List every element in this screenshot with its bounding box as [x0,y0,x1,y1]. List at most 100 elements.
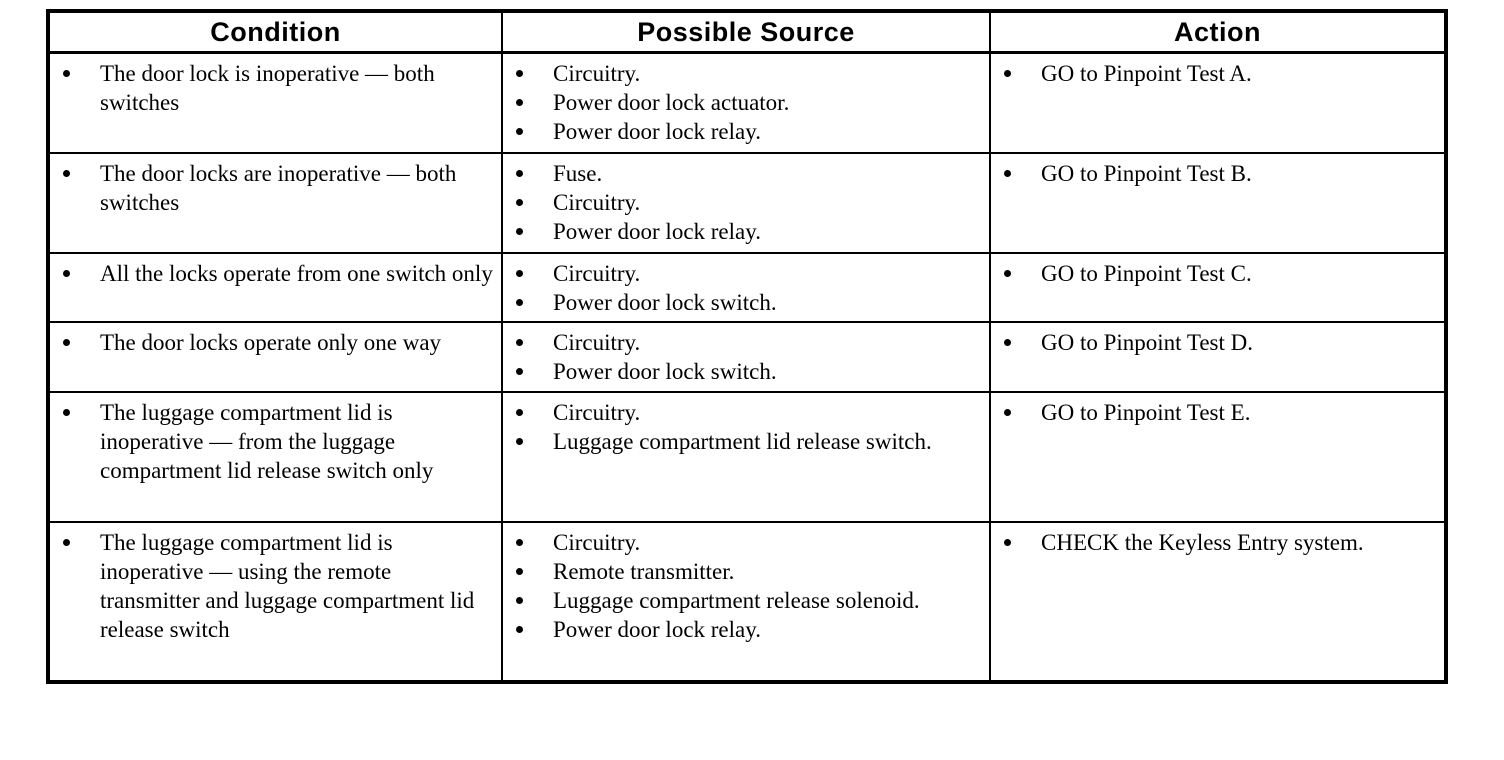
action-list: GO to Pinpoint Test A. [991,59,1438,88]
bullet-text: The door locks are inoperative — both sw… [100,160,457,215]
condition-cell: The door lock is inoperative — both swit… [47,51,503,154]
bullet-text: GO to Pinpoint Test C. [1041,260,1252,286]
possible-source-cell: Circuitry. Luggage compartment lid releas… [501,390,991,523]
table-row: The luggage compartment lid is inoperati… [47,520,1447,683]
header-action: Action [989,10,1447,54]
bullet-text: GO to Pinpoint Test A. [1041,61,1252,86]
bullet-text: The luggage compartment lid is inoperati… [100,529,475,642]
bullet-icon [516,99,523,106]
possible-source-cell: Circuitry.Power door lock actuator.Power… [501,51,991,154]
condition-cell: The luggage compartment lid is inoperati… [47,390,503,523]
bullet-icon [516,298,523,306]
table-row: The luggage compartment lid is inoperati… [47,390,1447,523]
bullet-text: Remote transmitter. [553,558,735,584]
condition-cell: All the locks operate from one switch on… [47,251,503,323]
bullet-icon [1004,269,1011,277]
bullet-item: Circuitry. [503,328,983,357]
bullet-item: GO to Pinpoint Test E. [991,398,1438,427]
bullet-text: Circuitry. [553,529,641,555]
condition-list: The door locks operate only one way [50,328,495,357]
bullet-icon [516,625,523,633]
bullet-icon [516,227,523,235]
bullet-item: Power door lock switch. [503,288,983,317]
action-list: GO to Pinpoint Test B. [991,159,1438,188]
action-cell: GO to Pinpoint Test D. [989,320,1447,393]
bullet-icon [516,338,523,346]
bullet-text: Luggage compartment release solenoid. [553,587,920,613]
bullet-item: Circuitry. [503,398,983,427]
action-list: CHECK the Keyless Entry system. [991,528,1438,557]
condition-list: The door lock is inoperative — both swit… [50,59,495,117]
bullet-item: The door locks operate only one way [50,328,495,357]
bullet-item: Power door lock relay. [503,615,983,644]
bullet-text: Circuitry. [553,61,641,86]
bullet-item: Power door lock relay. [503,217,983,246]
possible-source-cell: Circuitry.Power door lock switch. [501,320,991,393]
bullet-text: Fuse. [553,160,603,186]
bullet-text: The door locks operate only one way [100,329,442,355]
bullet-text: Circuitry. [553,399,641,425]
possible-source-cell: Circuitry.Power door lock switch. [501,251,991,323]
bullet-icon [516,70,523,77]
bullet-text: Power door lock relay. [553,119,761,144]
bullet-item: CHECK the Keyless Entry system. [991,528,1438,557]
bullet-text: CHECK the Keyless Entry system. [1041,529,1364,555]
bullet-item: Luggage compartment lid release switch. [503,427,983,456]
possible-source-cell: Circuitry. Remote transmitter. Luggage com… [501,520,991,683]
bullet-text: Circuitry. [553,260,641,286]
possible-source-list: Circuitry.Power door lock switch. [503,259,983,317]
table-row: The door locks operate only one way Circ… [47,320,1447,393]
bullet-icon [1004,538,1011,546]
bullet-text: Luggage compartment lid release switch. [553,428,932,454]
condition-cell: The door locks operate only one way [47,320,503,393]
bullet-icon [1004,70,1011,77]
action-cell: GO to Pinpoint Test C. [989,251,1447,323]
header-possible-source: Possible Source [501,10,991,54]
bullet-icon [63,538,70,546]
bullet-item: The door lock is inoperative — both swit… [50,59,495,117]
bullet-text: Circuitry. [553,189,641,215]
condition-cell: The luggage compartment lid is inoperati… [47,520,503,683]
possible-source-list: Circuitry.Power door lock switch. [503,328,983,386]
bullet-text: All the locks operate from one switch on… [100,260,493,286]
bullet-icon [1004,169,1011,177]
bullet-icon [516,198,523,206]
diagnostic-table: Condition Possible Source Action The doo… [46,9,1448,684]
bullet-icon [63,338,70,346]
bullet-item: Power door lock actuator. [503,88,983,117]
bullet-item: Circuitry. [503,59,983,88]
bullet-icon [516,169,523,177]
action-cell: GO to Pinpoint Test E. [989,390,1447,523]
bullet-text: Power door lock relay. [553,218,761,244]
bullet-icon [1004,338,1011,346]
condition-list: The door locks are inoperative — both sw… [50,159,495,217]
bullet-icon [516,408,523,416]
table-body: The door lock is inoperative — both swit… [47,51,1447,683]
bullet-item: Power door lock switch. [503,357,983,386]
bullet-icon [516,128,523,135]
action-cell: GO to Pinpoint Test B. [989,151,1447,254]
condition-list: The luggage compartment lid is inoperati… [50,398,495,485]
bullet-icon [63,408,70,416]
possible-source-list: Circuitry. Remote transmitter. Luggage com… [503,528,983,644]
bullet-item: Circuitry. [503,528,983,557]
bullet-text: Power door lock switch. [553,358,777,384]
table-row: All the locks operate from one switch on… [47,251,1447,323]
bullet-item: Fuse. [503,159,983,188]
bullet-icon [516,596,523,604]
condition-list: The luggage compartment lid is inoperati… [50,528,495,644]
action-cell: CHECK the Keyless Entry system. [989,520,1447,683]
bullet-item: Circuitry. [503,259,983,288]
bullet-text: The luggage compartment lid is inoperati… [100,399,434,483]
possible-source-list: Fuse. Circuitry. Power door lock relay. [503,159,983,246]
bullet-icon [516,367,523,375]
bullet-item: The luggage compartment lid is inoperati… [50,528,495,644]
possible-source-cell: Fuse. Circuitry. Power door lock relay. [501,151,991,254]
bullet-text: Power door lock relay. [553,616,761,642]
condition-list: All the locks operate from one switch on… [50,259,495,288]
bullet-item: GO to Pinpoint Test A. [991,59,1438,88]
bullet-icon [516,437,523,445]
condition-cell: The door locks are inoperative — both sw… [47,151,503,254]
bullet-item: The luggage compartment lid is inoperati… [50,398,495,485]
